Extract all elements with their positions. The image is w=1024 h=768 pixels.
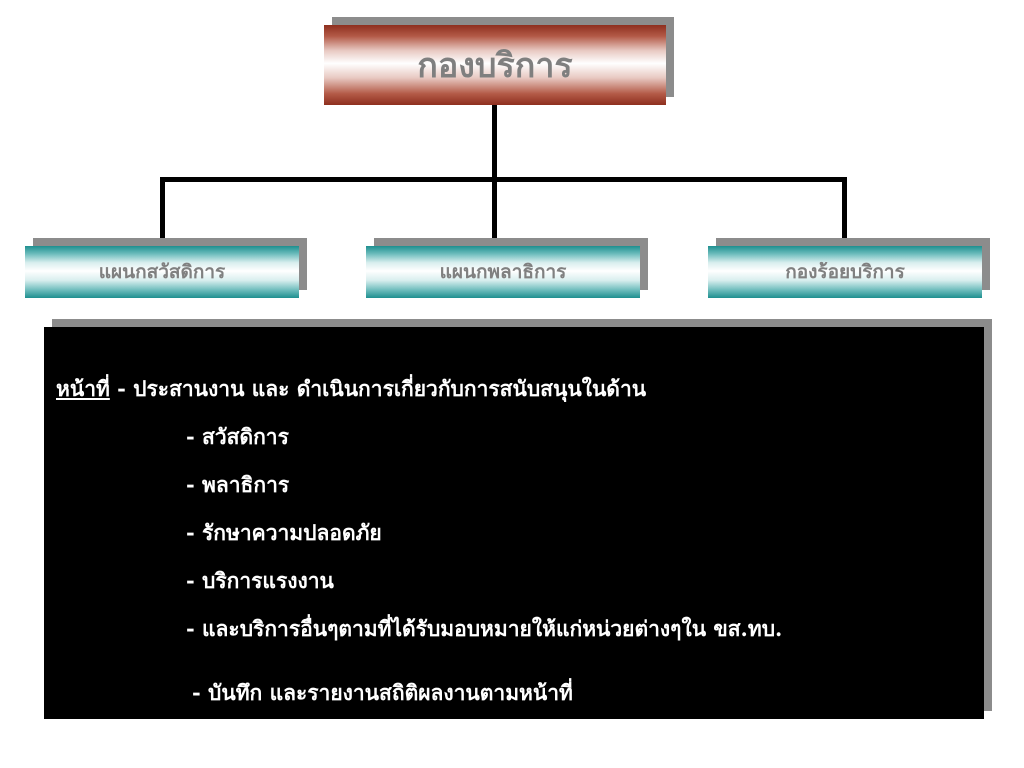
duties-panel: หน้าที่ - ประสานงาน และ ดำเนินการเกี่ยวก… <box>44 327 984 719</box>
top-unit-label: กองบริการ <box>417 46 573 86</box>
sub-unit-label-service-company: กองร้อยบริการ <box>785 261 905 283</box>
connector-right-drop <box>842 177 847 246</box>
duties-intro-line: หน้าที่ - ประสานงาน และ ดำเนินการเกี่ยวก… <box>56 373 646 406</box>
duty-item-labor: - บริการแรงงาน <box>186 568 334 593</box>
connector-vertical-top <box>492 105 497 181</box>
duty-item-security: - รักษาความปลอดภัย <box>186 520 382 545</box>
connector-horizontal <box>160 177 847 182</box>
duty-item-other-services: - และบริการอื่นๆตามที่ได้รับมอบหมายให้แก… <box>186 616 783 641</box>
sub-unit-box-service-company: กองร้อยบริการ <box>708 246 982 298</box>
duty-item-quartermaster: - พลาธิการ <box>186 472 290 497</box>
sub-unit-label-quartermaster: แผนกพลาธิการ <box>439 261 567 283</box>
duties-label: หน้าที่ <box>56 376 110 401</box>
connector-middle-drop <box>492 177 497 239</box>
sub-unit-label-welfare: แผนกสวัสดิการ <box>98 261 226 283</box>
connector-left-drop <box>160 177 165 246</box>
duties-intro: - ประสานงาน และ ดำเนินการเกี่ยวกับการสนั… <box>109 376 647 401</box>
sub-unit-box-welfare: แผนกสวัสดิการ <box>25 246 299 298</box>
top-unit-box: กองบริการ <box>324 25 666 105</box>
duty-item-welfare: - สวัสดิการ <box>186 424 289 449</box>
sub-unit-box-quartermaster: แผนกพลาธิการ <box>366 246 640 298</box>
duty-item-record-report: - บันทึก และรายงานสถิติผลงานตามหน้าที่ <box>192 680 573 705</box>
